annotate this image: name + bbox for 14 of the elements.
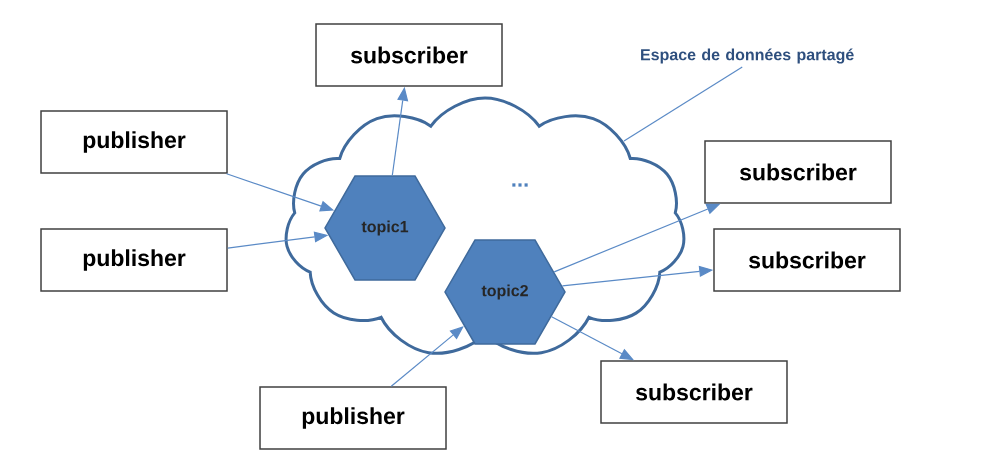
role-box: subscriber xyxy=(704,140,892,204)
ellipsis-text: ... xyxy=(512,183,528,187)
annotation-text: Espace de données partagé xyxy=(641,48,854,64)
role-box: publisher xyxy=(259,386,447,450)
role-box: subscriber xyxy=(600,360,788,424)
topic-hexagon: topic1 xyxy=(324,175,446,281)
role-box: publisher xyxy=(40,228,228,292)
role-box: subscriber xyxy=(713,228,901,292)
arrow xyxy=(551,316,634,361)
role-box: subscriber xyxy=(315,23,503,87)
topic-hexagon: topic2 xyxy=(444,239,566,345)
role-box: publisher xyxy=(40,110,228,174)
leader-line xyxy=(623,66,743,142)
arrow xyxy=(390,326,464,387)
